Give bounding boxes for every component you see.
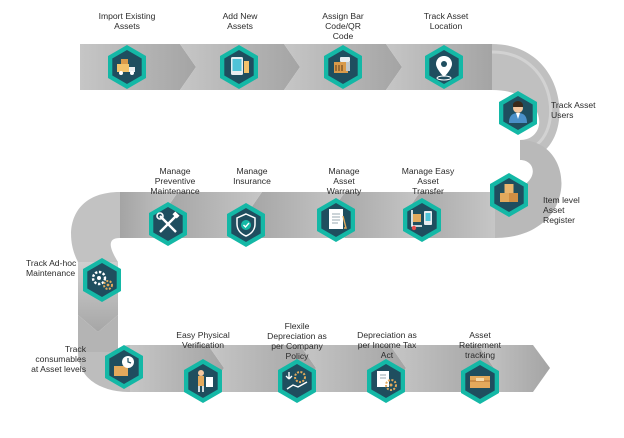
document-icon — [317, 198, 355, 242]
person-clipboard-icon — [184, 359, 222, 403]
step-label-track-consumables: Track consumables at Asset levels — [31, 344, 86, 374]
gears-icon — [83, 258, 121, 302]
hand-truck-icon — [403, 198, 441, 242]
step-label-manage-insurance: Manage Insurance — [233, 166, 271, 186]
shield-check-icon — [227, 203, 265, 247]
truck-icon — [108, 45, 146, 89]
step-label-item-level-register: Item level Asset Register — [543, 195, 580, 225]
step-label-add-new-assets: Add New Assets — [222, 11, 258, 31]
boxes-icon — [490, 173, 528, 217]
step-label-manage-asset-warranty: Manage Asset Warranty — [326, 166, 362, 196]
tablet-icon — [220, 45, 258, 89]
step-label-import-existing-assets: Import Existing Assets — [98, 11, 156, 31]
step-label-track-asset-users: Track Asset Users — [551, 100, 596, 120]
step-label-track-adhoc-maintenance: Track Ad-hoc Maintenance — [26, 258, 77, 278]
box-clock-icon — [105, 345, 143, 389]
tools-icon — [149, 202, 187, 246]
step-label-depreciation-income-tax: Depreciation as per Income Tax Act — [357, 330, 417, 360]
step-label-track-asset-location: Track Asset Location — [423, 11, 469, 31]
user-icon — [499, 91, 537, 135]
step-label-manage-preventive-maintenance: Manage Preventive Maintenance — [150, 166, 200, 196]
hex-nodes — [83, 45, 537, 404]
step-label-assign-bar-code: Assign Bar Code/QR Code — [322, 11, 364, 41]
retire-box-icon — [461, 360, 499, 404]
step-label-asset-retirement-tracking: Asset Retirement tracking — [458, 330, 502, 360]
step-label-easy-physical-verification: Easy Physical Verification — [176, 330, 230, 350]
barcode-scanner-icon — [324, 45, 362, 89]
tax-report-icon — [367, 359, 405, 403]
location-pin-icon — [425, 45, 463, 89]
depreciation-chart-icon — [278, 359, 316, 403]
step-label-manage-easy-transfer: Manage Easy Asset Transfer — [401, 166, 455, 196]
step-label-flexile-depreciation: Flexile Depreciation as per Company Poli… — [267, 321, 327, 361]
